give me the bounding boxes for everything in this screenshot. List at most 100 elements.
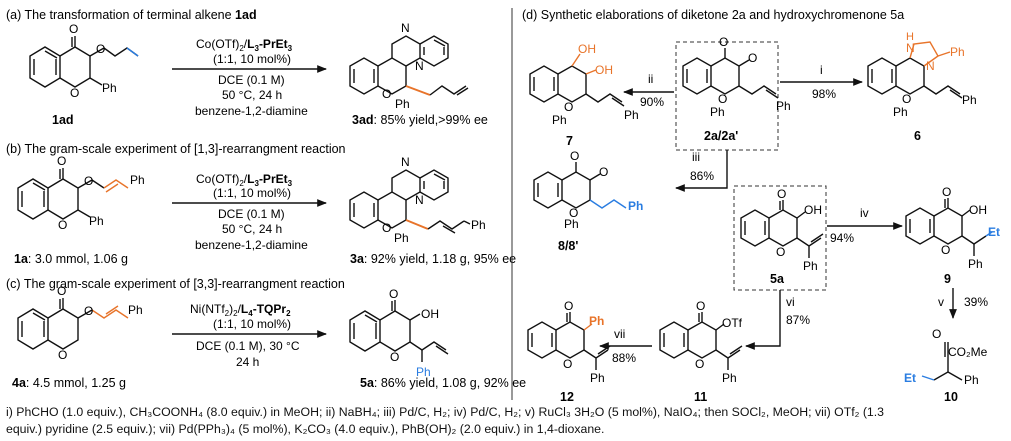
compound-10-structure bbox=[921, 342, 963, 381]
panel-c: (c) The gram-scale experiment of [3,3]-r… bbox=[6, 277, 526, 390]
panel-a-title: (a) The transformation of terminal alken… bbox=[6, 8, 257, 22]
temperature-label: 50 °C, 24 h bbox=[222, 88, 282, 102]
compound-label-2a: 2a/2a' bbox=[704, 129, 738, 143]
compound-5a-structure bbox=[349, 300, 449, 362]
atom-label: OH bbox=[595, 63, 613, 77]
compound-label-7: 7 bbox=[566, 134, 573, 148]
compound-label-1ad: 1ad bbox=[52, 113, 74, 127]
atom-label: O bbox=[84, 304, 93, 318]
atom-label: O bbox=[718, 92, 727, 106]
atom-label: Ph bbox=[589, 314, 604, 328]
additive-label: benzene-1,2-diamine bbox=[195, 238, 308, 252]
atom-label: O bbox=[748, 51, 757, 65]
atom-label: Ph bbox=[102, 81, 117, 95]
atom-label: O bbox=[84, 174, 93, 188]
catalyst-label: Co(OTf)2/L3-PrEt3 bbox=[196, 37, 293, 53]
atom-label: O bbox=[564, 299, 573, 313]
start-result-4a: 4a: 4.5 mmol, 1.25 g bbox=[12, 376, 126, 390]
step-iii-yield: 86% bbox=[690, 169, 714, 183]
atom-label: O bbox=[776, 245, 785, 259]
compound-label-10: 10 bbox=[944, 390, 958, 404]
product-result-5a: 5a: 86% yield, 1.08 g, 92% ee bbox=[360, 376, 526, 390]
temperature-label: 50 °C, 24 h bbox=[222, 222, 282, 236]
compound-label-6: 6 bbox=[914, 129, 921, 143]
atom-label: Ph bbox=[624, 108, 639, 122]
atom-label: O bbox=[57, 154, 66, 168]
atom-label: Ph bbox=[803, 259, 818, 273]
compound-label-9: 9 bbox=[944, 272, 951, 286]
atom-label: Ph bbox=[893, 105, 908, 119]
atom-label: Ph bbox=[628, 199, 643, 213]
atom-label: Ph bbox=[130, 173, 145, 187]
catalyst-ratio: (1:1, 10 mol%) bbox=[213, 317, 291, 331]
compound-12-structure bbox=[527, 312, 611, 370]
compound-4a-structure bbox=[17, 298, 129, 350]
atom-label: H bbox=[906, 31, 914, 43]
atom-label: Ph bbox=[710, 105, 725, 119]
compound-8-structure bbox=[533, 162, 627, 209]
atom-label: O bbox=[719, 35, 728, 49]
atom-label: O bbox=[932, 327, 941, 341]
step-ii-yield: 90% bbox=[640, 95, 664, 109]
atom-label: OH bbox=[421, 307, 439, 321]
atom-label: O bbox=[382, 221, 391, 235]
atom-label: O bbox=[902, 92, 911, 106]
atom-label: Ph bbox=[128, 303, 143, 317]
panel-b: (b) The gram-scale experiment of [1,3]-r… bbox=[6, 142, 516, 266]
catalyst-ratio: (1:1, 10 mol%) bbox=[213, 52, 291, 66]
catalyst-label: Co(OTf)2/L3-PrEt3 bbox=[196, 172, 293, 188]
compound-3a-structure bbox=[349, 169, 471, 234]
solvent-label: DCE (0.1 M) bbox=[218, 207, 285, 221]
atom-label: N bbox=[401, 155, 410, 169]
atom-label: OTf bbox=[722, 316, 743, 330]
atom-label: Ph bbox=[564, 217, 579, 231]
atom-label: O bbox=[69, 22, 78, 36]
atom-label: OH bbox=[969, 203, 987, 217]
atom-label: O bbox=[390, 350, 399, 364]
compound-9-structure bbox=[905, 198, 993, 256]
atom-label: Ph bbox=[776, 99, 791, 113]
solvent-label: DCE (0.1 M) bbox=[218, 73, 285, 87]
atom-label: Et bbox=[988, 225, 1000, 239]
atom-label: O bbox=[563, 357, 572, 371]
panel-b-title: (b) The gram-scale experiment of [1,3]-r… bbox=[6, 142, 346, 156]
atom-label: Ph bbox=[964, 373, 979, 387]
compound-5a-box-structure bbox=[740, 200, 824, 258]
atom-label: Ph bbox=[552, 113, 567, 127]
compound-label-5a: 5a bbox=[770, 272, 785, 286]
compound-label-8: 8/8' bbox=[558, 239, 578, 253]
atom-label: O bbox=[389, 287, 398, 301]
step-v-yield: 39% bbox=[964, 295, 988, 309]
step-vii-label: vii bbox=[614, 327, 625, 341]
atom-label: O bbox=[58, 348, 67, 362]
atom-label: O bbox=[382, 87, 391, 101]
atom-label: Ph bbox=[722, 371, 737, 385]
atom-label: N bbox=[906, 41, 915, 55]
compound-1a-structure bbox=[17, 168, 129, 220]
atom-label: Ph bbox=[590, 371, 605, 385]
atom-label: O bbox=[569, 206, 578, 220]
atom-label: Ph bbox=[395, 97, 410, 111]
atom-label: Ph bbox=[416, 365, 431, 379]
panel-c-title: (c) The gram-scale experiment of [3,3]-r… bbox=[6, 277, 345, 291]
solvent-label: DCE (0.1 M), 30 °C bbox=[196, 339, 300, 353]
step-v-label: v bbox=[938, 295, 944, 309]
atom-label: N bbox=[415, 193, 424, 207]
atom-label: O bbox=[70, 86, 79, 100]
panel-d: (d) Synthetic elaborations of diketone 2… bbox=[522, 8, 1000, 404]
atom-label: N bbox=[401, 21, 410, 35]
atom-label: O bbox=[695, 357, 704, 371]
atom-label: O bbox=[58, 218, 67, 232]
atom-label: Et bbox=[904, 371, 916, 385]
compound-label-12: 12 bbox=[560, 390, 574, 404]
additive-label: benzene-1,2-diamine bbox=[195, 104, 308, 118]
panel-a: (a) The transformation of terminal alken… bbox=[6, 8, 488, 127]
footnote-line-2: equiv.) pyridine (2.5 equiv.); vii) Pd(P… bbox=[6, 422, 605, 436]
start-result-1a: 1a: 3.0 mmol, 1.06 g bbox=[14, 252, 128, 266]
reaction-arrow-iii bbox=[675, 150, 728, 192]
product-result-3a: 3a: 92% yield, 1.18 g, 95% ee bbox=[350, 252, 516, 266]
atom-label: O bbox=[942, 185, 951, 199]
atom-label: Ph bbox=[89, 214, 104, 228]
step-vi-label: vi bbox=[786, 295, 795, 309]
catalyst-label: Ni(NTf2)2/L4-TQPr2 bbox=[190, 302, 291, 318]
